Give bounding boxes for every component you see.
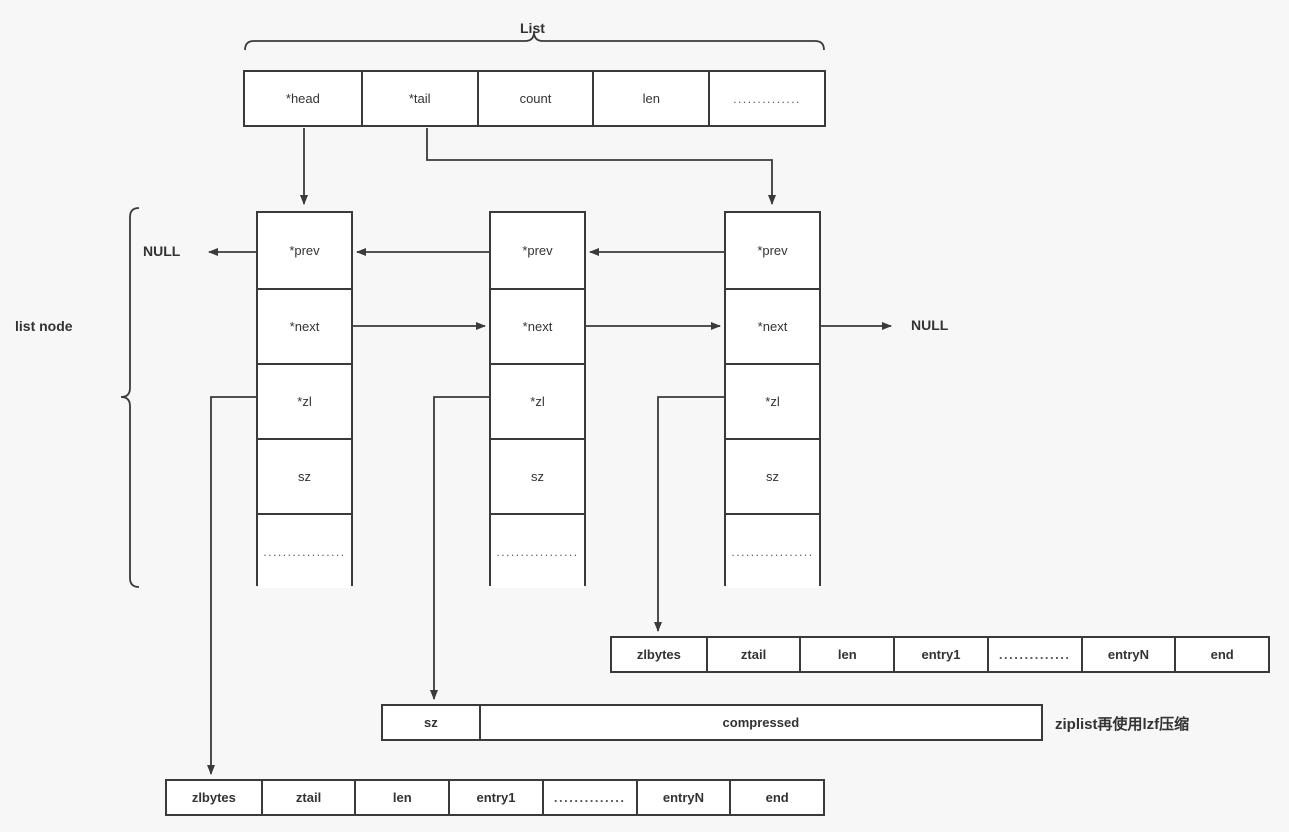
list-field-count: count (476, 72, 593, 125)
list-node-group-label: list node (15, 318, 73, 334)
list-field-tail: *tail (360, 72, 477, 125)
ziplist-right-ellipsis: .............. (986, 638, 1081, 671)
ziplist-right-entry1: entry1 (893, 638, 987, 671)
ziplist-right-entryN: entryN (1080, 638, 1175, 671)
ziplist-right: zlbytes ztail len entry1 .............. … (610, 636, 1270, 673)
node2-field-next: *next (491, 288, 584, 363)
node3-field-ellipsis: ................. (726, 513, 819, 588)
null-right-label: NULL (911, 317, 949, 333)
ziplist-bottom-end: end (729, 781, 824, 814)
ziplist-bottom-ellipsis: .............. (541, 781, 636, 814)
node1-field-zl: *zl (258, 363, 351, 438)
ziplist-bottom-entryN: entryN (635, 781, 730, 814)
compressed-field-sz: sz (383, 706, 479, 739)
node2-field-ellipsis: ................. (491, 513, 584, 588)
node3-field-next: *next (726, 288, 819, 363)
node1-field-next: *next (258, 288, 351, 363)
list-field-ellipsis: .............. (708, 72, 824, 125)
ziplist-bottom-ztail: ztail (260, 781, 355, 814)
list-field-len: len (592, 72, 709, 125)
node2-field-zl: *zl (491, 363, 584, 438)
node3-field-zl: *zl (726, 363, 819, 438)
ziplist-right-end: end (1174, 638, 1269, 671)
node2-field-prev: *prev (491, 213, 584, 288)
wire-node2-zl-to-compressed (430, 396, 489, 700)
ziplist-right-ztail: ztail (705, 638, 800, 671)
ziplist-bottom-entry1: entry1 (448, 781, 542, 814)
node1-field-sz: sz (258, 438, 351, 513)
list-title-label: List (520, 20, 545, 36)
list-field-head: *head (245, 72, 361, 125)
list-node-2: *prev *next *zl sz ................. (489, 211, 586, 588)
compressed-struct-box: sz compressed (381, 704, 1043, 741)
node1-field-ellipsis: ................. (258, 513, 351, 588)
list-node-brace (120, 207, 140, 588)
list-node-1: *prev *next *zl sz ................. (256, 211, 353, 588)
ziplist-bottom-len: len (354, 781, 449, 814)
node3-field-sz: sz (726, 438, 819, 513)
list-struct-box: *head *tail count len .............. (243, 70, 826, 127)
null-left-label: NULL (143, 243, 181, 259)
list-node-3: *prev *next *zl sz ................. (724, 211, 821, 588)
node3-field-prev: *prev (726, 213, 819, 288)
ziplist-bottom: zlbytes ztail len entry1 .............. … (165, 779, 825, 816)
wire-node3-zl-to-ziplist-right (654, 396, 724, 632)
ziplist-bottom-zlbytes: zlbytes (167, 781, 261, 814)
ziplist-right-len: len (799, 638, 894, 671)
lzf-annotation-label: ziplist再使用lzf压缩 (1055, 716, 1190, 733)
node1-field-prev: *prev (258, 213, 351, 288)
ziplist-right-zlbytes: zlbytes (612, 638, 706, 671)
node2-field-sz: sz (491, 438, 584, 513)
wire-tail-to-node3 (426, 128, 776, 205)
wire-node1-zl-to-ziplist-bottom (207, 396, 256, 775)
compressed-field-payload: compressed (478, 706, 1041, 739)
